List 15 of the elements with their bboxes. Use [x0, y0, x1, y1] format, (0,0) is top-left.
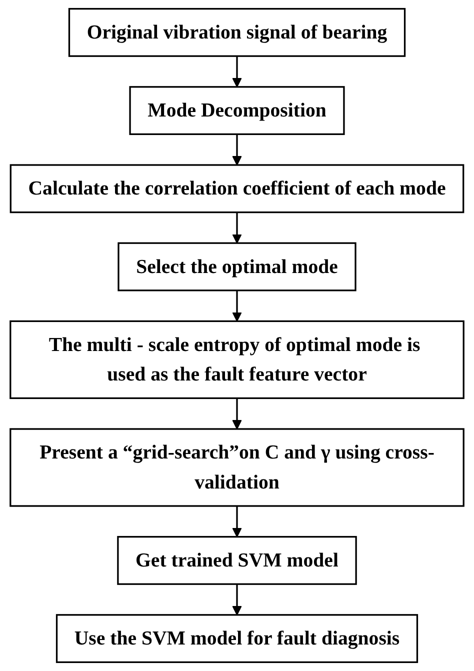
node-box: Original vibration signal of bearing [68, 8, 406, 57]
arrow [232, 212, 242, 244]
node-box: Use the SVM model for fault diagnosis [56, 614, 418, 664]
node-box: Select the optimal mode [118, 242, 356, 292]
arrow [232, 134, 242, 166]
node-box: Present a “grid-search”on C and γ using cross-validation [10, 428, 464, 507]
node-box: Mode Decomposition [129, 86, 345, 136]
arrow [232, 584, 242, 616]
arrow [232, 56, 242, 88]
arrow [232, 398, 242, 430]
node-box: Get trained SVM model [117, 536, 357, 585]
arrow [232, 506, 242, 538]
node-box: Calculate the correlation coefficient of each mode [10, 164, 464, 214]
node-box: The multi - scale entropy of optimal mode is used as the fault feature vector [10, 320, 464, 400]
arrow [232, 290, 242, 322]
